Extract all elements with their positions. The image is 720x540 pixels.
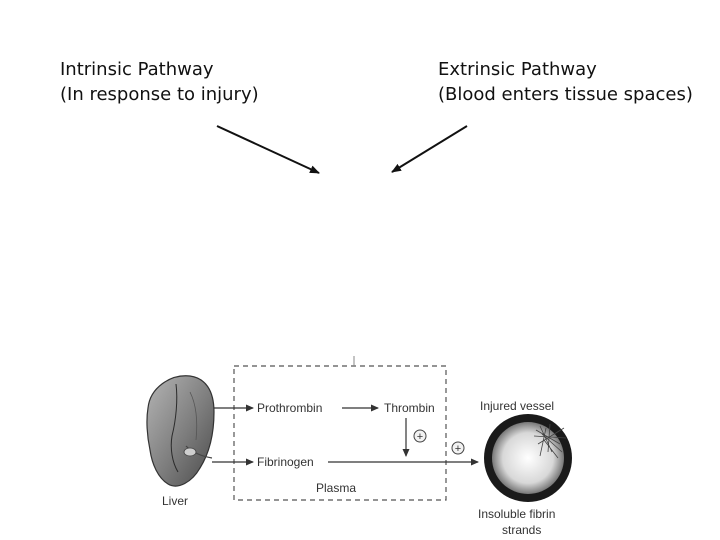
injured-vessel-label: Injured vessel [480, 399, 554, 413]
prothrombin-label: Prothrombin [257, 401, 322, 415]
injured-vessel-illustration [484, 414, 572, 502]
intrinsic-pathway-title: Intrinsic Pathway [60, 59, 214, 80]
plus-marker-thrombin [413, 429, 427, 443]
fibrin-label-line2: strands [502, 523, 541, 537]
fibrin-label-line1: Insoluble fibrin [478, 507, 555, 521]
intrinsic-arrow [216, 125, 320, 174]
extrinsic-pathway-title: Extrinsic Pathway [438, 59, 597, 80]
extrinsic-pathway-subtitle: (Blood enters tissue spaces) [438, 84, 693, 105]
liver-illustration [146, 375, 215, 487]
plus-sign-thrombin: + [417, 431, 423, 443]
liver-label: Liver [162, 494, 188, 508]
extrinsic-arrow [391, 125, 468, 173]
plasma-compartment-box [233, 365, 447, 501]
plus-sign-fibrinogen: + [455, 443, 461, 455]
plus-marker-fibrinogen [451, 441, 465, 455]
fibrinogen-label: Fibrinogen [257, 455, 314, 469]
thrombin-label: Thrombin [384, 401, 435, 415]
intrinsic-pathway-subtitle: (In response to injury) [60, 84, 259, 105]
plasma-label: Plasma [316, 481, 356, 495]
fibrin-clot-icon [533, 423, 567, 459]
